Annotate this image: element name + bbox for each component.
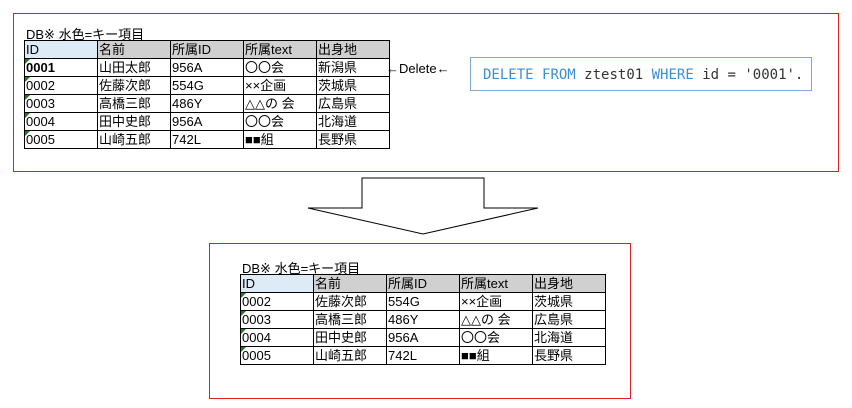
sql-keyword: WHERE xyxy=(651,67,694,83)
after-table-title: DB※ 水色=キー項目 xyxy=(242,261,361,276)
table-cell: 956A xyxy=(170,112,244,131)
table-cell: 554G xyxy=(386,292,460,311)
table-cell: 広島県 xyxy=(532,310,606,329)
column-header: 所属text xyxy=(459,274,533,293)
column-header: 所属ID xyxy=(386,274,460,293)
sql-keyword: FROM xyxy=(542,67,576,83)
sql-statement: DELETE FROM ztest01 WHERE id = '0001'. xyxy=(470,57,812,91)
table-cell: 0001 xyxy=(24,58,98,77)
table-cell: △△の 会 xyxy=(243,94,317,113)
before-table-title: DB※ 水色=キー項目 xyxy=(26,27,145,42)
table-cell: 長野県 xyxy=(316,130,390,149)
table-cell: 〇〇会 xyxy=(243,58,317,77)
table-cell: 742L xyxy=(170,130,244,149)
table-cell: ××企画 xyxy=(243,76,317,95)
column-header: 出身地 xyxy=(316,40,390,59)
before-panel xyxy=(13,13,839,172)
table-cell: ■■組 xyxy=(243,130,317,149)
table-cell: 〇〇会 xyxy=(459,328,533,347)
table-cell: 0004 xyxy=(240,328,314,347)
delete-arrow-label: ←Delete← xyxy=(386,61,450,76)
table-cell: 956A xyxy=(386,328,460,347)
table-cell: 0003 xyxy=(240,310,314,329)
table-cell: 広島県 xyxy=(316,94,390,113)
column-header: 名前 xyxy=(97,40,171,59)
table-cell: 高橋三郎 xyxy=(313,310,387,329)
table-cell: 0005 xyxy=(240,346,314,365)
table-cell: 田中史郎 xyxy=(97,112,171,131)
table-cell: 長野県 xyxy=(532,346,606,365)
column-header: ID xyxy=(240,274,314,293)
table-cell: 486Y xyxy=(386,310,460,329)
table-cell: 山崎五郎 xyxy=(97,130,171,149)
sql-condition: id = '0001'. xyxy=(702,67,804,83)
after-panel xyxy=(209,243,631,399)
table-cell: 742L xyxy=(386,346,460,365)
table-cell: 茨城県 xyxy=(532,292,606,311)
table-cell: 山田太郎 xyxy=(97,58,171,77)
sql-table: ztest01 xyxy=(584,67,644,83)
table-cell: 山崎五郎 xyxy=(313,346,387,365)
table-cell: 0005 xyxy=(24,130,98,149)
column-header: 出身地 xyxy=(532,274,606,293)
table-cell: 北海道 xyxy=(532,328,606,347)
table-cell: 新潟県 xyxy=(316,58,390,77)
table-cell: 0002 xyxy=(240,292,314,311)
column-header: 名前 xyxy=(313,274,387,293)
table-cell: 486Y xyxy=(170,94,244,113)
sql-keyword: DELETE xyxy=(483,67,534,83)
table-cell: 佐藤次郎 xyxy=(313,292,387,311)
table-cell: ■■組 xyxy=(459,346,533,365)
table-cell: ××企画 xyxy=(459,292,533,311)
table-cell: 田中史郎 xyxy=(313,328,387,347)
table-cell: 〇〇会 xyxy=(243,112,317,131)
table-cell: △△の 会 xyxy=(459,310,533,329)
